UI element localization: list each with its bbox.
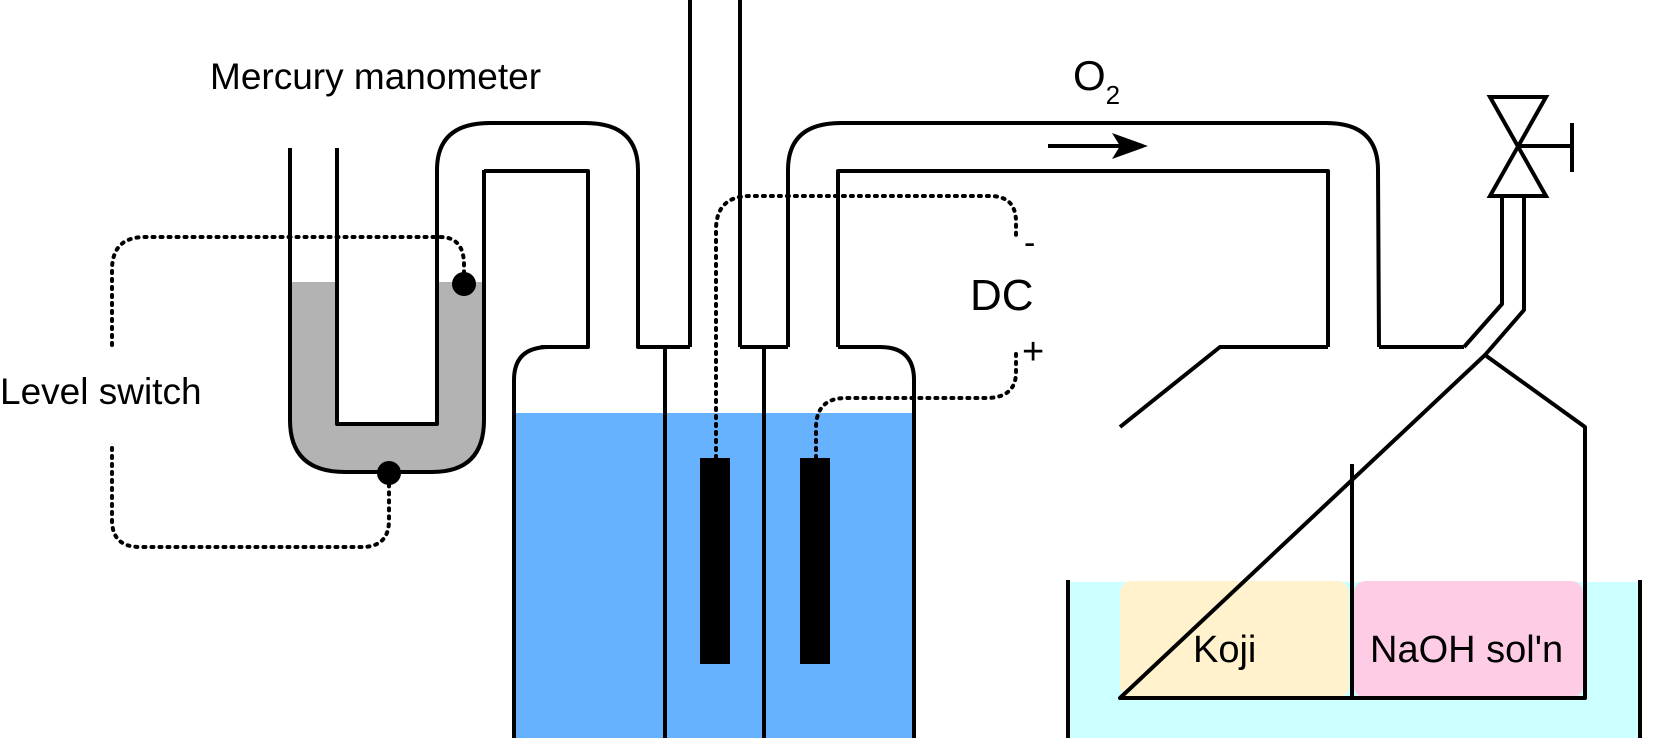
electrolysis-cell <box>512 0 916 738</box>
oxygen-line <box>786 121 1381 348</box>
manometer-tube-inner-arch <box>482 169 590 349</box>
koji-compartment <box>1120 581 1349 698</box>
koji-label: Koji <box>1193 629 1256 671</box>
naoh-label: NaOH sol'n <box>1370 629 1563 671</box>
manometer-tube-inner <box>335 148 439 426</box>
vessel-body <box>1118 345 1587 700</box>
dc-negative-wire <box>714 194 1018 460</box>
dc-negative-label: - <box>1024 224 1035 262</box>
valve-pipe-left <box>1462 195 1504 349</box>
dc-wiring <box>714 194 1018 460</box>
gas-symbol: O <box>1073 52 1106 99</box>
valve-pipe-right <box>1483 195 1526 357</box>
cathode-electrode <box>700 458 730 664</box>
culture-vessel <box>1118 345 1587 700</box>
level-contact-upper <box>452 272 476 296</box>
valve <box>1462 95 1574 357</box>
oxygen-tube-outer <box>786 121 1381 348</box>
flow-arrow-head <box>1112 133 1148 159</box>
dc-positive-label: + <box>1022 331 1044 373</box>
anode-electrode <box>800 458 830 664</box>
manometer-tube-outer-arch <box>435 121 690 349</box>
level-switch-label: Level switch <box>0 371 202 412</box>
dc-positive-wire <box>814 350 1018 460</box>
dc-label: DC <box>970 271 1034 320</box>
manometer-label: Mercury manometer <box>210 56 541 97</box>
oxygen-tube-inner <box>836 169 1330 347</box>
level-switch-wire-lower <box>110 446 391 549</box>
naoh-compartment <box>1354 581 1583 698</box>
gas-subscript: 2 <box>1106 80 1120 110</box>
level-switch-wire-upper <box>110 235 466 347</box>
gas-label: O2 <box>1073 52 1120 110</box>
level-contact-lower <box>377 461 401 485</box>
level-switch-wiring <box>110 235 476 549</box>
mercury-fill <box>290 282 484 472</box>
mercury-manometer <box>288 148 486 474</box>
